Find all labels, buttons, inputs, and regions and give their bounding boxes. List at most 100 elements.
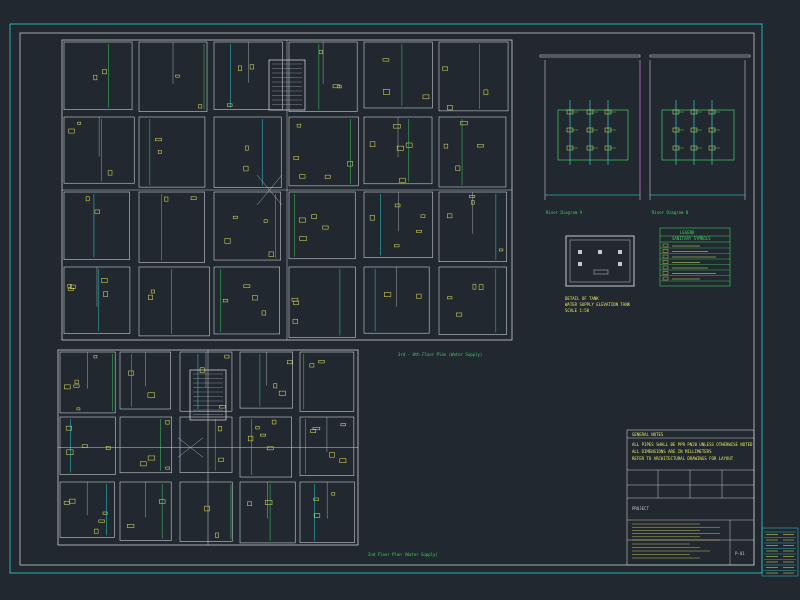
room-outline <box>213 191 281 261</box>
lower-floor-plan <box>57 349 359 546</box>
fixture-symbol <box>164 196 169 202</box>
room-outline <box>239 416 292 478</box>
fixture-symbol <box>382 58 390 62</box>
fixture-symbol <box>150 289 155 294</box>
fixture-symbol <box>94 528 99 534</box>
fixture-symbol <box>147 455 156 461</box>
fixture-symbol <box>165 466 171 470</box>
tank-detail: DETAIL OF TANK WATER SUPPLY ELEVATION TA… <box>565 235 635 313</box>
room-outline <box>363 41 433 109</box>
detail-caption: DETAIL OF TANK <box>565 296 599 301</box>
side-schedule <box>761 527 799 577</box>
fixture-symbol <box>299 236 307 241</box>
fixture-symbol <box>175 74 180 78</box>
fixture-symbol <box>394 244 400 248</box>
fixture-symbol <box>443 143 449 149</box>
fixture-symbol <box>460 121 468 126</box>
room-outline <box>288 116 359 187</box>
fixture-symbol <box>278 390 286 396</box>
fixture-symbol <box>69 498 76 504</box>
room-outline <box>179 416 233 473</box>
fixture-symbol <box>224 238 231 244</box>
fixture-symbol <box>264 500 273 505</box>
stair-core <box>268 59 306 111</box>
fixture-symbol <box>63 501 70 505</box>
fixture-symbol <box>322 225 329 230</box>
legend-symbol <box>662 254 669 259</box>
detail-sub-2: SCALE 1:50 <box>565 308 590 313</box>
title-block: GENERAL NOTES ALL PIPES SHALL BE PPR PN2… <box>626 429 755 566</box>
room-outline <box>119 416 173 474</box>
fixture-symbol <box>312 427 321 430</box>
fixture-symbol <box>98 519 105 523</box>
fixture-symbol <box>155 138 162 142</box>
fixture-symbol <box>498 248 504 252</box>
outer-border <box>9 23 763 574</box>
fixture-symbol <box>263 219 268 223</box>
room-outline <box>299 351 355 412</box>
fixture-symbol <box>292 318 298 324</box>
fixture-symbol <box>313 513 321 518</box>
fixture-symbol <box>102 69 107 75</box>
room-outline <box>213 266 280 335</box>
fixture-symbol <box>383 89 391 95</box>
plan-caption-lower: 2nd Floor Plan (Water Supply) <box>368 552 438 557</box>
fixture-symbol <box>224 354 230 359</box>
fixture-symbol <box>469 194 476 198</box>
fixture-symbol <box>70 284 76 289</box>
room-outline <box>63 41 133 110</box>
fixture-symbol <box>271 419 277 425</box>
room-outline <box>438 116 507 188</box>
room-outline <box>438 266 507 335</box>
fixture-symbol <box>243 284 251 288</box>
fixture-symbol <box>311 214 317 219</box>
legend-symbol <box>662 271 669 275</box>
fixture-symbol <box>217 426 222 432</box>
fixture-symbol <box>65 425 72 431</box>
legend-title: LEGEND <box>680 230 695 235</box>
fixture-symbol <box>416 293 422 299</box>
fixture-symbol <box>478 284 484 290</box>
room-outline <box>179 481 233 542</box>
fixture-symbol <box>77 121 82 125</box>
detail-sub-1: WATER SUPPLY ELEVATION TANK <box>565 302 631 307</box>
riser-caption-left: Riser Diagram A <box>546 210 583 215</box>
sheet-number: P-01 <box>735 551 745 556</box>
fixture-symbol <box>291 297 299 302</box>
fixture-symbol <box>420 214 426 218</box>
fixture-symbol <box>340 423 346 427</box>
fixture-symbol <box>416 230 422 233</box>
fixture-symbol <box>101 278 108 283</box>
fixture-symbol <box>332 84 341 89</box>
legend-symbol <box>662 260 669 264</box>
fixture-symbol <box>238 65 242 71</box>
fixture-symbol <box>128 370 134 376</box>
fixture-symbol <box>309 363 315 368</box>
fixture-symbol <box>394 203 401 208</box>
fixture-symbol <box>222 299 229 303</box>
fixture-symbol <box>369 141 376 147</box>
fixture-symbol <box>287 360 293 365</box>
fixture-symbol <box>243 165 249 172</box>
fixture-symbol <box>447 213 453 219</box>
fixture-symbol <box>399 177 406 183</box>
fixture-symbol <box>455 165 461 171</box>
fixture-symbol <box>260 433 266 437</box>
fixture-symbol <box>147 392 156 398</box>
fixture-symbol <box>232 215 238 219</box>
fixture-symbol <box>93 74 98 81</box>
fixture-symbol <box>442 66 449 71</box>
fixture-symbol <box>471 200 475 205</box>
fixture-symbol <box>447 296 453 300</box>
fixture-symbol <box>369 214 375 221</box>
fixture-symbol <box>273 383 278 389</box>
fixture-symbol <box>81 444 88 448</box>
fixture-symbol <box>247 501 252 506</box>
fixture-symbol <box>318 360 325 364</box>
fixture-symbol <box>215 532 219 538</box>
fixture-symbol <box>396 145 404 151</box>
fixture-symbol <box>268 251 274 258</box>
fixture-symbol <box>299 174 306 179</box>
shaft-x <box>177 437 204 458</box>
